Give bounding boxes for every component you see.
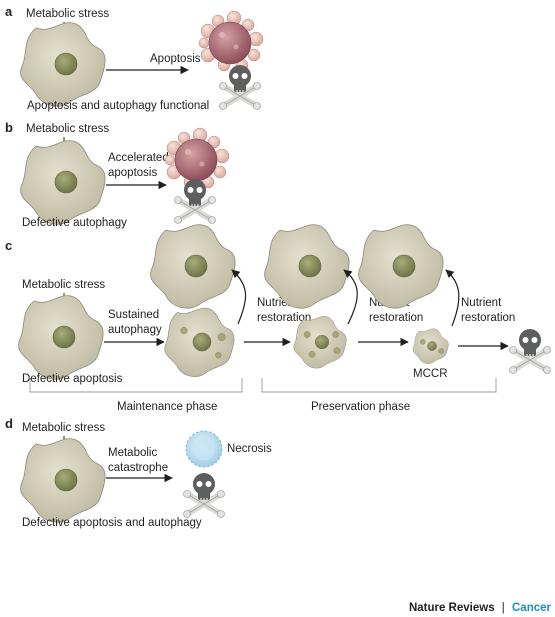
restoration-label-1b: restoration	[257, 312, 311, 324]
panel-c-arrow-label-2: autophagy	[108, 324, 162, 336]
restoration-label-3a: Nutrient	[461, 297, 502, 309]
autophagic-cell-2	[293, 316, 347, 369]
panel-b-arrow-label-2: apoptosis	[108, 167, 157, 179]
restored-cell-3	[358, 224, 444, 309]
panel-d-arrow-label-2: catastrophe	[108, 462, 168, 474]
panel-c-letter: c	[5, 238, 12, 253]
panel-b-caption: Defective autophagy	[22, 217, 127, 229]
svg-text:Nature Reviews | C: Nature Reviews | Cancer	[409, 602, 552, 614]
necrotic-cell	[185, 430, 223, 468]
panel-c-arrow-label-1: Sustained	[108, 309, 159, 321]
restoration-label-2b: restoration	[369, 312, 423, 324]
skull-crossbones-icon	[184, 473, 225, 518]
apoptotic-cell	[198, 10, 264, 72]
necrosis-label: Necrosis	[227, 443, 272, 455]
preservation-bracket	[261, 378, 497, 393]
restoration-arrow-2	[343, 269, 358, 325]
restored-cell-1	[150, 224, 236, 309]
journal-credit: Nature Reviews | Cancer	[409, 602, 552, 614]
panel-d-arrow-label-1: Metabolic	[108, 447, 157, 459]
panel-a-letter: a	[5, 4, 13, 19]
preservation-phase-label: Preservation phase	[311, 401, 410, 413]
skull-crossbones-icon	[510, 329, 551, 374]
mccr-label: MCCR	[413, 368, 448, 380]
panel-d-letter: d	[5, 416, 13, 431]
panel-a-stimulus: Metabolic stress	[26, 8, 109, 20]
panel-c-caption: Defective apoptosis	[22, 373, 123, 385]
maintenance-bracket	[29, 378, 243, 393]
normal-cell	[20, 438, 106, 523]
panel-b-arrow-label-1: Accelerated	[108, 152, 169, 164]
panel-b: b Metabolic stress Accelerated apoptosis…	[5, 120, 230, 229]
panel-a-caption: Apoptosis and autophagy functional	[27, 100, 209, 112]
panel-c: c Metabolic stress Sustained autophagy N…	[5, 224, 551, 413]
restoration-arrow-1	[231, 269, 247, 325]
restoration-arrow-3	[445, 269, 460, 327]
journal-separator: |	[502, 602, 505, 614]
panel-a: a Metabolic stress Apoptosis Apoptosis a…	[5, 4, 264, 112]
journal-name: Nature Reviews	[409, 602, 495, 614]
autophagic-cell-1	[164, 307, 235, 377]
panel-c-stimulus: Metabolic stress	[22, 279, 105, 291]
panel-d-stimulus: Metabolic stress	[22, 422, 105, 434]
normal-cell	[20, 140, 106, 225]
maintenance-phase-label: Maintenance phase	[117, 401, 217, 413]
mccr-cell	[412, 328, 449, 364]
restoration-label-3b: restoration	[461, 312, 515, 324]
apoptotic-cell	[164, 127, 230, 189]
panel-b-stimulus: Metabolic stress	[26, 123, 109, 135]
panel-a-arrow-label: Apoptosis	[150, 53, 201, 65]
panel-b-letter: b	[5, 120, 13, 135]
normal-cell	[20, 22, 106, 107]
journal-section: Cancer	[512, 602, 552, 614]
panel-d: d Metabolic stress Metabolic catastrophe…	[5, 416, 272, 529]
panel-d-caption: Defective apoptosis and autophagy	[22, 517, 202, 529]
normal-cell	[18, 295, 104, 380]
skull-crossbones-icon	[220, 65, 261, 110]
restored-cell-2	[264, 224, 350, 309]
